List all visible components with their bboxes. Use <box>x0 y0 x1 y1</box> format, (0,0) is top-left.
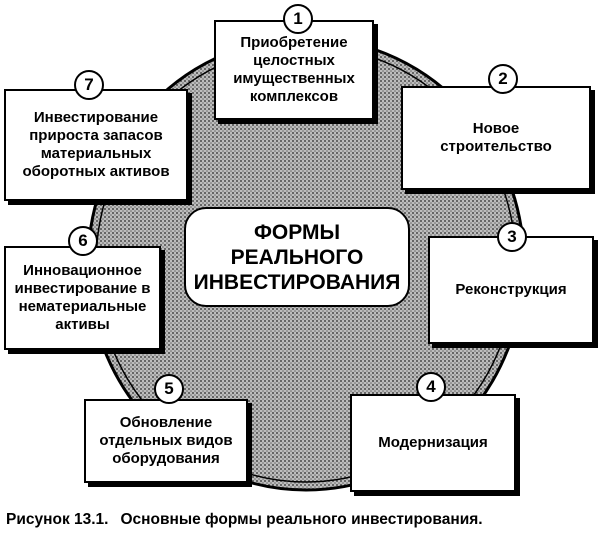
figure-caption: Рисунок 13.1. Основные формы реального ин… <box>6 511 610 529</box>
form-7-line: материальных <box>40 145 152 162</box>
form-1-line: Приобретение <box>240 34 348 51</box>
center-line: ФОРМЫ <box>253 220 341 244</box>
center-line: РЕАЛЬНОГО <box>230 245 364 269</box>
form-7-line: Инвестирование <box>33 109 159 126</box>
center-line: ИНВЕСТИРОВАНИЯ <box>193 270 401 294</box>
form-box-7: Инвестирование прироста запасов материал… <box>4 89 188 201</box>
form-number-6: 6 <box>68 226 98 256</box>
form-number-4: 4 <box>416 372 446 402</box>
form-2-line: Новое <box>472 120 520 137</box>
form-5-line: Обновление <box>119 414 213 431</box>
form-3-line: Реконструкция <box>455 281 567 298</box>
caption-label: Рисунок 13.1. <box>6 511 109 528</box>
center-title: ФОРМЫ РЕАЛЬНОГО ИНВЕСТИРОВАНИЯ <box>184 207 410 307</box>
form-number-2: 2 <box>488 64 518 94</box>
form-number-1: 1 <box>283 4 313 34</box>
form-4-line: Модернизация <box>378 434 488 451</box>
form-7-line: оборотных активов <box>22 163 170 180</box>
form-7-line: прироста запасов <box>29 127 163 144</box>
form-box-5: Обновление отдельных видов оборудования <box>84 399 248 483</box>
form-number-7: 7 <box>74 70 104 100</box>
form-box-3: Реконструкция <box>428 236 594 344</box>
form-6-line: инвестирование в <box>14 280 151 297</box>
form-5-line: оборудования <box>112 450 220 467</box>
form-box-4: Модернизация <box>350 394 516 492</box>
form-6-line: нематериальные <box>18 298 147 315</box>
form-6-line: активы <box>55 316 110 333</box>
form-2-line: строительство <box>440 138 552 155</box>
form-1-line: комплексов <box>249 88 339 105</box>
form-5-line: отдельных видов <box>99 432 233 449</box>
form-box-6: Инновационное инвестирование в нематериа… <box>4 246 161 350</box>
form-number-5: 5 <box>154 374 184 404</box>
form-box-2: Новое строительство <box>401 86 591 190</box>
form-6-line: Инновационное <box>23 262 142 279</box>
form-1-line: имущественных <box>233 70 355 87</box>
form-1-line: целостных <box>253 52 335 69</box>
form-box-1: Приобретение целостных имущественных ком… <box>214 20 374 120</box>
form-number-3: 3 <box>497 222 527 252</box>
caption-text: Основные формы реального инвестирования. <box>120 511 483 528</box>
